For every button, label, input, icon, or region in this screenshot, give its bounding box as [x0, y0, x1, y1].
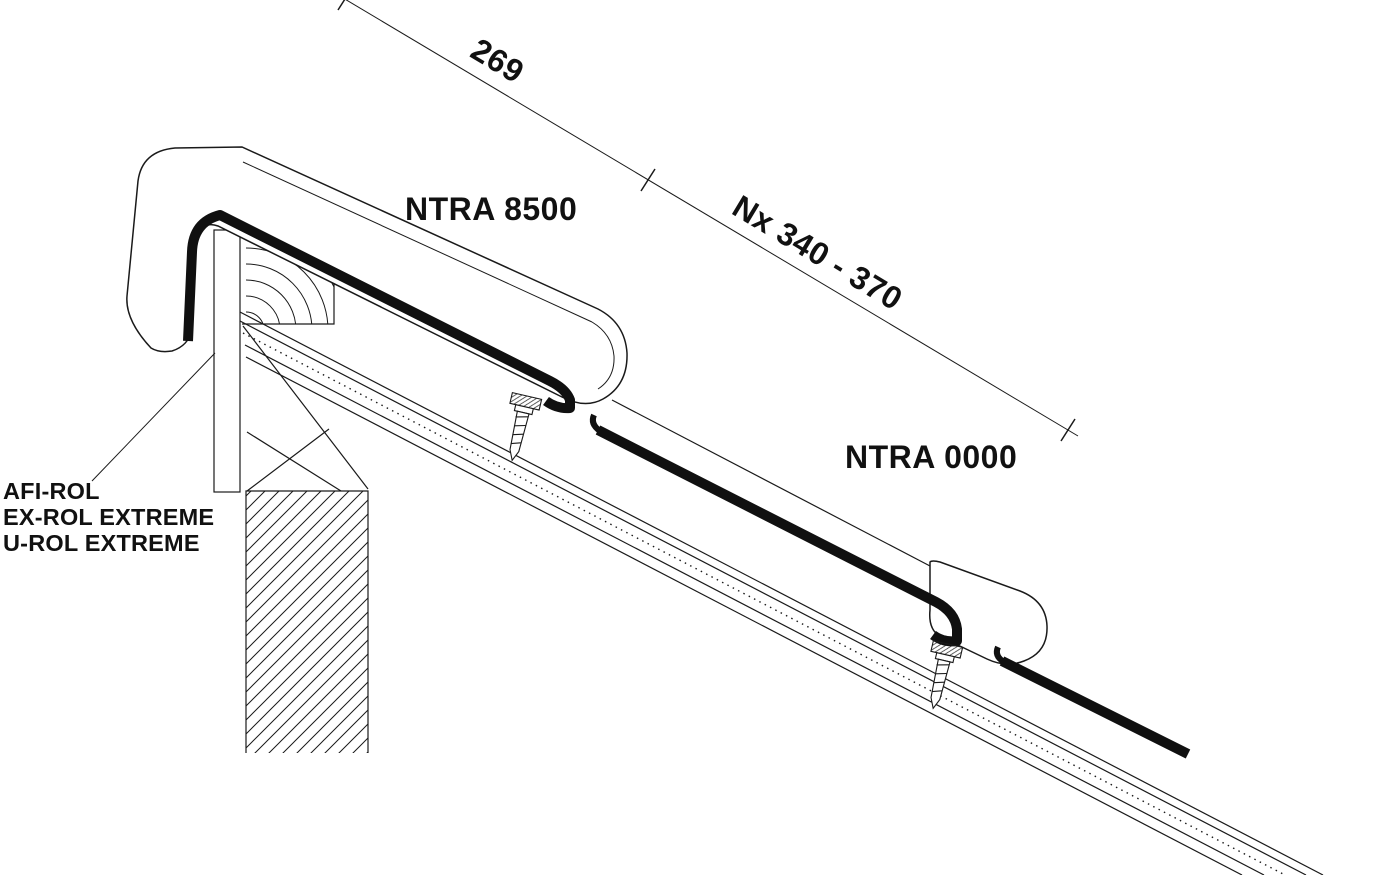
batten-outline [242, 283, 335, 325]
grain-arc [245, 311, 265, 324]
dimension-tick-end [1060, 418, 1076, 442]
tile-nose-inner-curve [591, 321, 615, 390]
deck-line-1 [239, 311, 1324, 875]
label-ntra-0000: NTRA 0000 [845, 439, 1017, 475]
tile-inner-line [242, 161, 593, 323]
grain-arc [245, 247, 329, 324]
dimension-tick-mid [640, 168, 656, 192]
grain-arc [245, 263, 313, 324]
membrane-label-block: AFI-ROL EX-ROL EXTREME U-ROL EXTREME [3, 478, 214, 556]
flashing-band-lower-group [589, 413, 1191, 759]
deck-line-4 [245, 356, 1243, 875]
flashing-band-tail [999, 656, 1191, 759]
membrane-label-1: AFI-ROL [3, 478, 100, 504]
deck-line-2 [239, 320, 1307, 875]
dimension-tick-start [337, 0, 346, 11]
flashing-band-upper [183, 210, 575, 414]
leader-line [91, 352, 216, 482]
dimension-label-269: 269 [465, 31, 531, 90]
dimension-label-range: Nx 340 - 370 [727, 188, 909, 317]
deck-line-3 [244, 344, 1265, 875]
grain-arc [245, 279, 297, 324]
wall-section [242, 325, 369, 753]
verge-tile-upper [126, 146, 628, 405]
fascia-board [213, 229, 241, 493]
rafter-underside-line [242, 325, 369, 490]
grain-arc [245, 295, 281, 324]
verge-tile-outline [126, 146, 628, 405]
membrane-label-2: EX-ROL EXTREME [3, 504, 214, 530]
flashing-band-lower [595, 425, 962, 647]
screw-icon [496, 392, 543, 465]
screw-icon [917, 640, 964, 713]
cross-brace [246, 428, 342, 492]
profile-support-line [611, 399, 931, 567]
roof-deck-lines [239, 311, 1324, 875]
membrane-label-3: U-ROL EXTREME [3, 530, 200, 556]
wall-section-hatch [246, 491, 368, 753]
wall-section-outline [245, 490, 369, 753]
dimension-line [345, 0, 1079, 437]
underlay-dotted-line [242, 332, 1286, 875]
label-ntra-8500: NTRA 8500 [405, 191, 577, 227]
